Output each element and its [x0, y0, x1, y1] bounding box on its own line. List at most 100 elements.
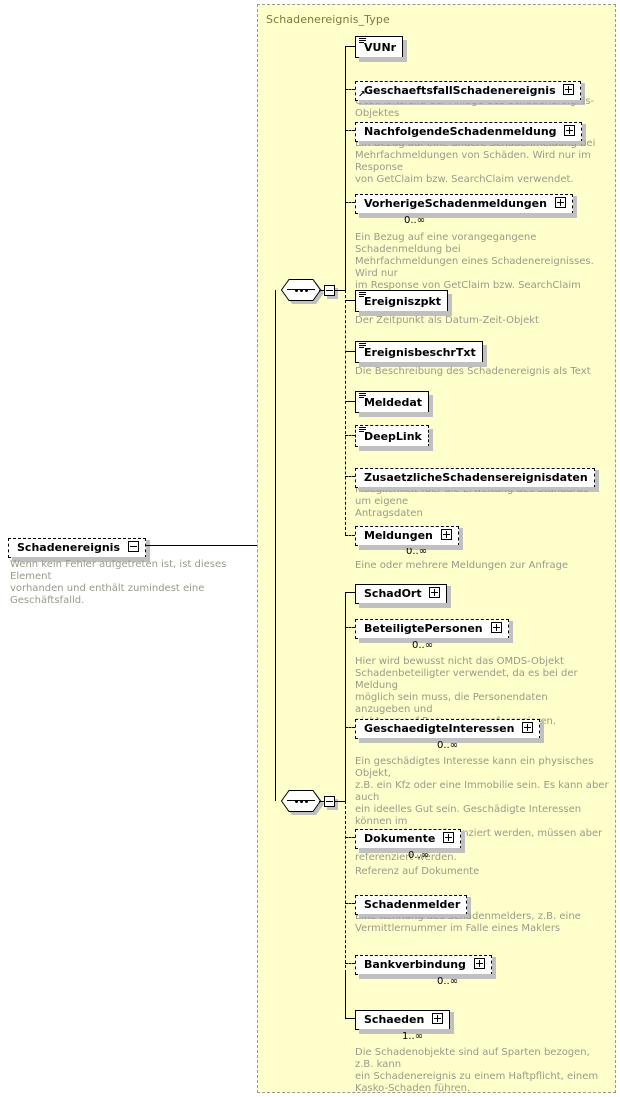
branch-geschaeftsfall: [345, 89, 355, 90]
reference-arrow-icon: ↗: [358, 90, 366, 100]
element-label-box[interactable]: Schaeden: [355, 1010, 453, 1032]
root-element-label-box[interactable]: Schadenereignis: [8, 538, 148, 560]
expand-plus-icon[interactable]: [563, 84, 575, 95]
element-label: SchadOrt: [364, 587, 422, 600]
element-ereigniszpkt[interactable]: Ereigniszpkt: [355, 290, 453, 316]
root-element-annotation: Wenn kein Fehler aufgetreten ist, ist di…: [10, 559, 227, 606]
element-label: Schaeden: [364, 1013, 425, 1026]
element-box[interactable]: GeschaedigteInteressen: [355, 717, 545, 743]
element-schadenmelder[interactable]: Schadenmelder: [355, 893, 472, 919]
element-box[interactable]: Dokumente: [355, 827, 466, 853]
element-label-box[interactable]: Ereigniszpkt: [355, 290, 451, 314]
element-beteiligtepersonen[interactable]: BeteiligtePersonen: [355, 617, 512, 643]
element-deeplink[interactable]: DeepLink: [355, 425, 433, 451]
element-label-box[interactable]: ZusaetzlicheSchadensereignisdaten: [355, 468, 597, 490]
element-annotation: Eine oder mehrere Meldungen zur Anfrage: [355, 560, 569, 571]
element-annotation: Der Zeitpunkt als Datum-Zeit-Objekt: [355, 315, 539, 326]
root-element-schadenereignis[interactable]: Schadenereignis: [8, 536, 150, 562]
element-box[interactable]: EreignisbeschrTxt: [355, 341, 487, 367]
element-dokumente[interactable]: Dokumente: [355, 827, 466, 853]
element-meldungen[interactable]: Meldungen: [355, 524, 463, 550]
element-label-box[interactable]: EreignisbeschrTxt: [355, 341, 485, 365]
collapse-minus-icon[interactable]: [127, 541, 139, 552]
root-element-box[interactable]: Schadenereignis: [8, 536, 150, 562]
expand-plus-icon[interactable]: [440, 529, 452, 540]
expand-plus-icon[interactable]: [429, 587, 441, 598]
sequence-top-collapse-icon[interactable]: [324, 285, 335, 296]
element-box[interactable]: Ereigniszpkt: [355, 290, 453, 316]
sequence-outline-icon: [281, 279, 321, 301]
sequence-compositor-bottom[interactable]: [281, 790, 324, 815]
expand-plus-icon[interactable]: [443, 832, 455, 843]
element-label: ZusaetzlicheSchadensereignisdaten: [364, 471, 588, 484]
element-box[interactable]: NachfolgendeSchadenmeldung: [355, 120, 587, 146]
element-label-box[interactable]: GeschaedigteInteressen: [355, 719, 543, 741]
element-box[interactable]: BeteiligtePersonen: [355, 617, 512, 643]
element-schaeden[interactable]: Schaeden: [355, 1008, 455, 1034]
element-box[interactable]: SchadOrt: [355, 582, 452, 608]
element-box[interactable]: Schaeden: [355, 1008, 455, 1034]
element-label-box[interactable]: Schadenmelder: [355, 895, 470, 917]
element-geschaedigteinteressen[interactable]: GeschaedigteInteressen: [355, 717, 545, 743]
expand-plus-icon[interactable]: [490, 622, 502, 633]
element-meldedat[interactable]: Meldedat: [355, 391, 434, 417]
element-box[interactable]: Schadenmelder: [355, 893, 472, 919]
element-box[interactable]: ↗ GeschaeftsfallSchadenereignis: [355, 79, 586, 105]
element-schadort[interactable]: SchadOrt: [355, 582, 452, 608]
element-bankverbindung[interactable]: Bankverbindung: [355, 953, 496, 979]
element-box[interactable]: VorherigeSchadenmeldungen: [355, 192, 577, 218]
element-cardinality: 1..∞: [402, 1031, 424, 1042]
element-label-box[interactable]: BeteiligtePersonen: [355, 619, 510, 641]
element-label: BeteiligtePersonen: [364, 622, 483, 635]
element-label-box[interactable]: Meldungen: [355, 526, 461, 548]
element-box[interactable]: Meldedat: [355, 391, 434, 417]
element-vunr-label-box[interactable]: VUNr: [355, 36, 406, 60]
sequence-top-stub-left: [319, 290, 325, 291]
element-vorherigeschadenmeldungen[interactable]: VorherigeSchadenmeldungen: [355, 192, 577, 218]
element-cardinality: 0..∞: [412, 640, 434, 651]
sequence-dots-icon: [281, 790, 321, 812]
simple-type-icon: [359, 343, 366, 348]
element-label-box[interactable]: DeepLink: [355, 425, 431, 449]
branch-schadenmelder: [345, 903, 355, 904]
element-label-box[interactable]: Meldedat: [355, 391, 432, 415]
expand-plus-icon[interactable]: [522, 722, 534, 733]
element-geschaeftsfallschadenereignis[interactable]: ↗ GeschaeftsfallSchadenereignis: [355, 79, 586, 105]
branch-ereigniszpkt: [345, 300, 355, 301]
element-label-box[interactable]: VorherigeSchadenmeldungen: [355, 194, 575, 216]
element-label: VorherigeSchadenmeldungen: [364, 197, 547, 210]
element-box[interactable]: ZusaetzlicheSchadensereignisdaten: [355, 466, 599, 492]
simple-type-icon: [359, 393, 366, 398]
element-label: Ereigniszpkt: [364, 295, 442, 308]
element-label: GeschaeftsfallSchadenereignis: [364, 84, 556, 97]
element-vunr-box[interactable]: VUNr: [355, 36, 408, 62]
element-nachfolgendeschadenmeldung[interactable]: NachfolgendeSchadenmeldung: [355, 120, 587, 146]
expand-plus-icon[interactable]: [554, 197, 566, 208]
expand-plus-icon[interactable]: [564, 125, 576, 136]
sequence-bottom-stub-left: [319, 801, 325, 802]
element-label-box[interactable]: ↗ GeschaeftsfallSchadenereignis: [355, 81, 584, 103]
expand-plus-icon[interactable]: [473, 958, 485, 969]
element-ereignisbeschrtxt[interactable]: EreignisbeschrTxt: [355, 341, 487, 367]
branch-beteiligtepersonen: [345, 627, 355, 628]
element-label: GeschaedigteInteressen: [364, 722, 515, 735]
element-label-box[interactable]: SchadOrt: [355, 584, 450, 606]
sequence-bottom-collapse-icon[interactable]: [324, 796, 335, 807]
expand-plus-icon[interactable]: [432, 1013, 444, 1024]
sequence-dots-icon: [281, 279, 321, 301]
element-box[interactable]: Bankverbindung: [355, 953, 496, 979]
element-label: Bankverbindung: [364, 958, 466, 971]
branch-zusaetzliche: [345, 476, 355, 477]
element-label-box[interactable]: Bankverbindung: [355, 955, 494, 977]
element-vunr[interactable]: VUNr: [355, 36, 408, 62]
group2-spine-dashed: [345, 801, 346, 973]
branch-vorherige: [345, 202, 355, 203]
element-box[interactable]: DeepLink: [355, 425, 433, 451]
branch-meldedat: [345, 401, 355, 402]
element-label-box[interactable]: Dokumente: [355, 829, 464, 851]
trunk-upper: [275, 290, 276, 546]
element-zusaetzlicheschadensereignisdaten[interactable]: ZusaetzlicheSchadensereignisdaten: [355, 466, 599, 492]
sequence-compositor-top[interactable]: [281, 279, 324, 304]
element-box[interactable]: Meldungen: [355, 524, 463, 550]
element-label-box[interactable]: NachfolgendeSchadenmeldung: [355, 122, 585, 144]
